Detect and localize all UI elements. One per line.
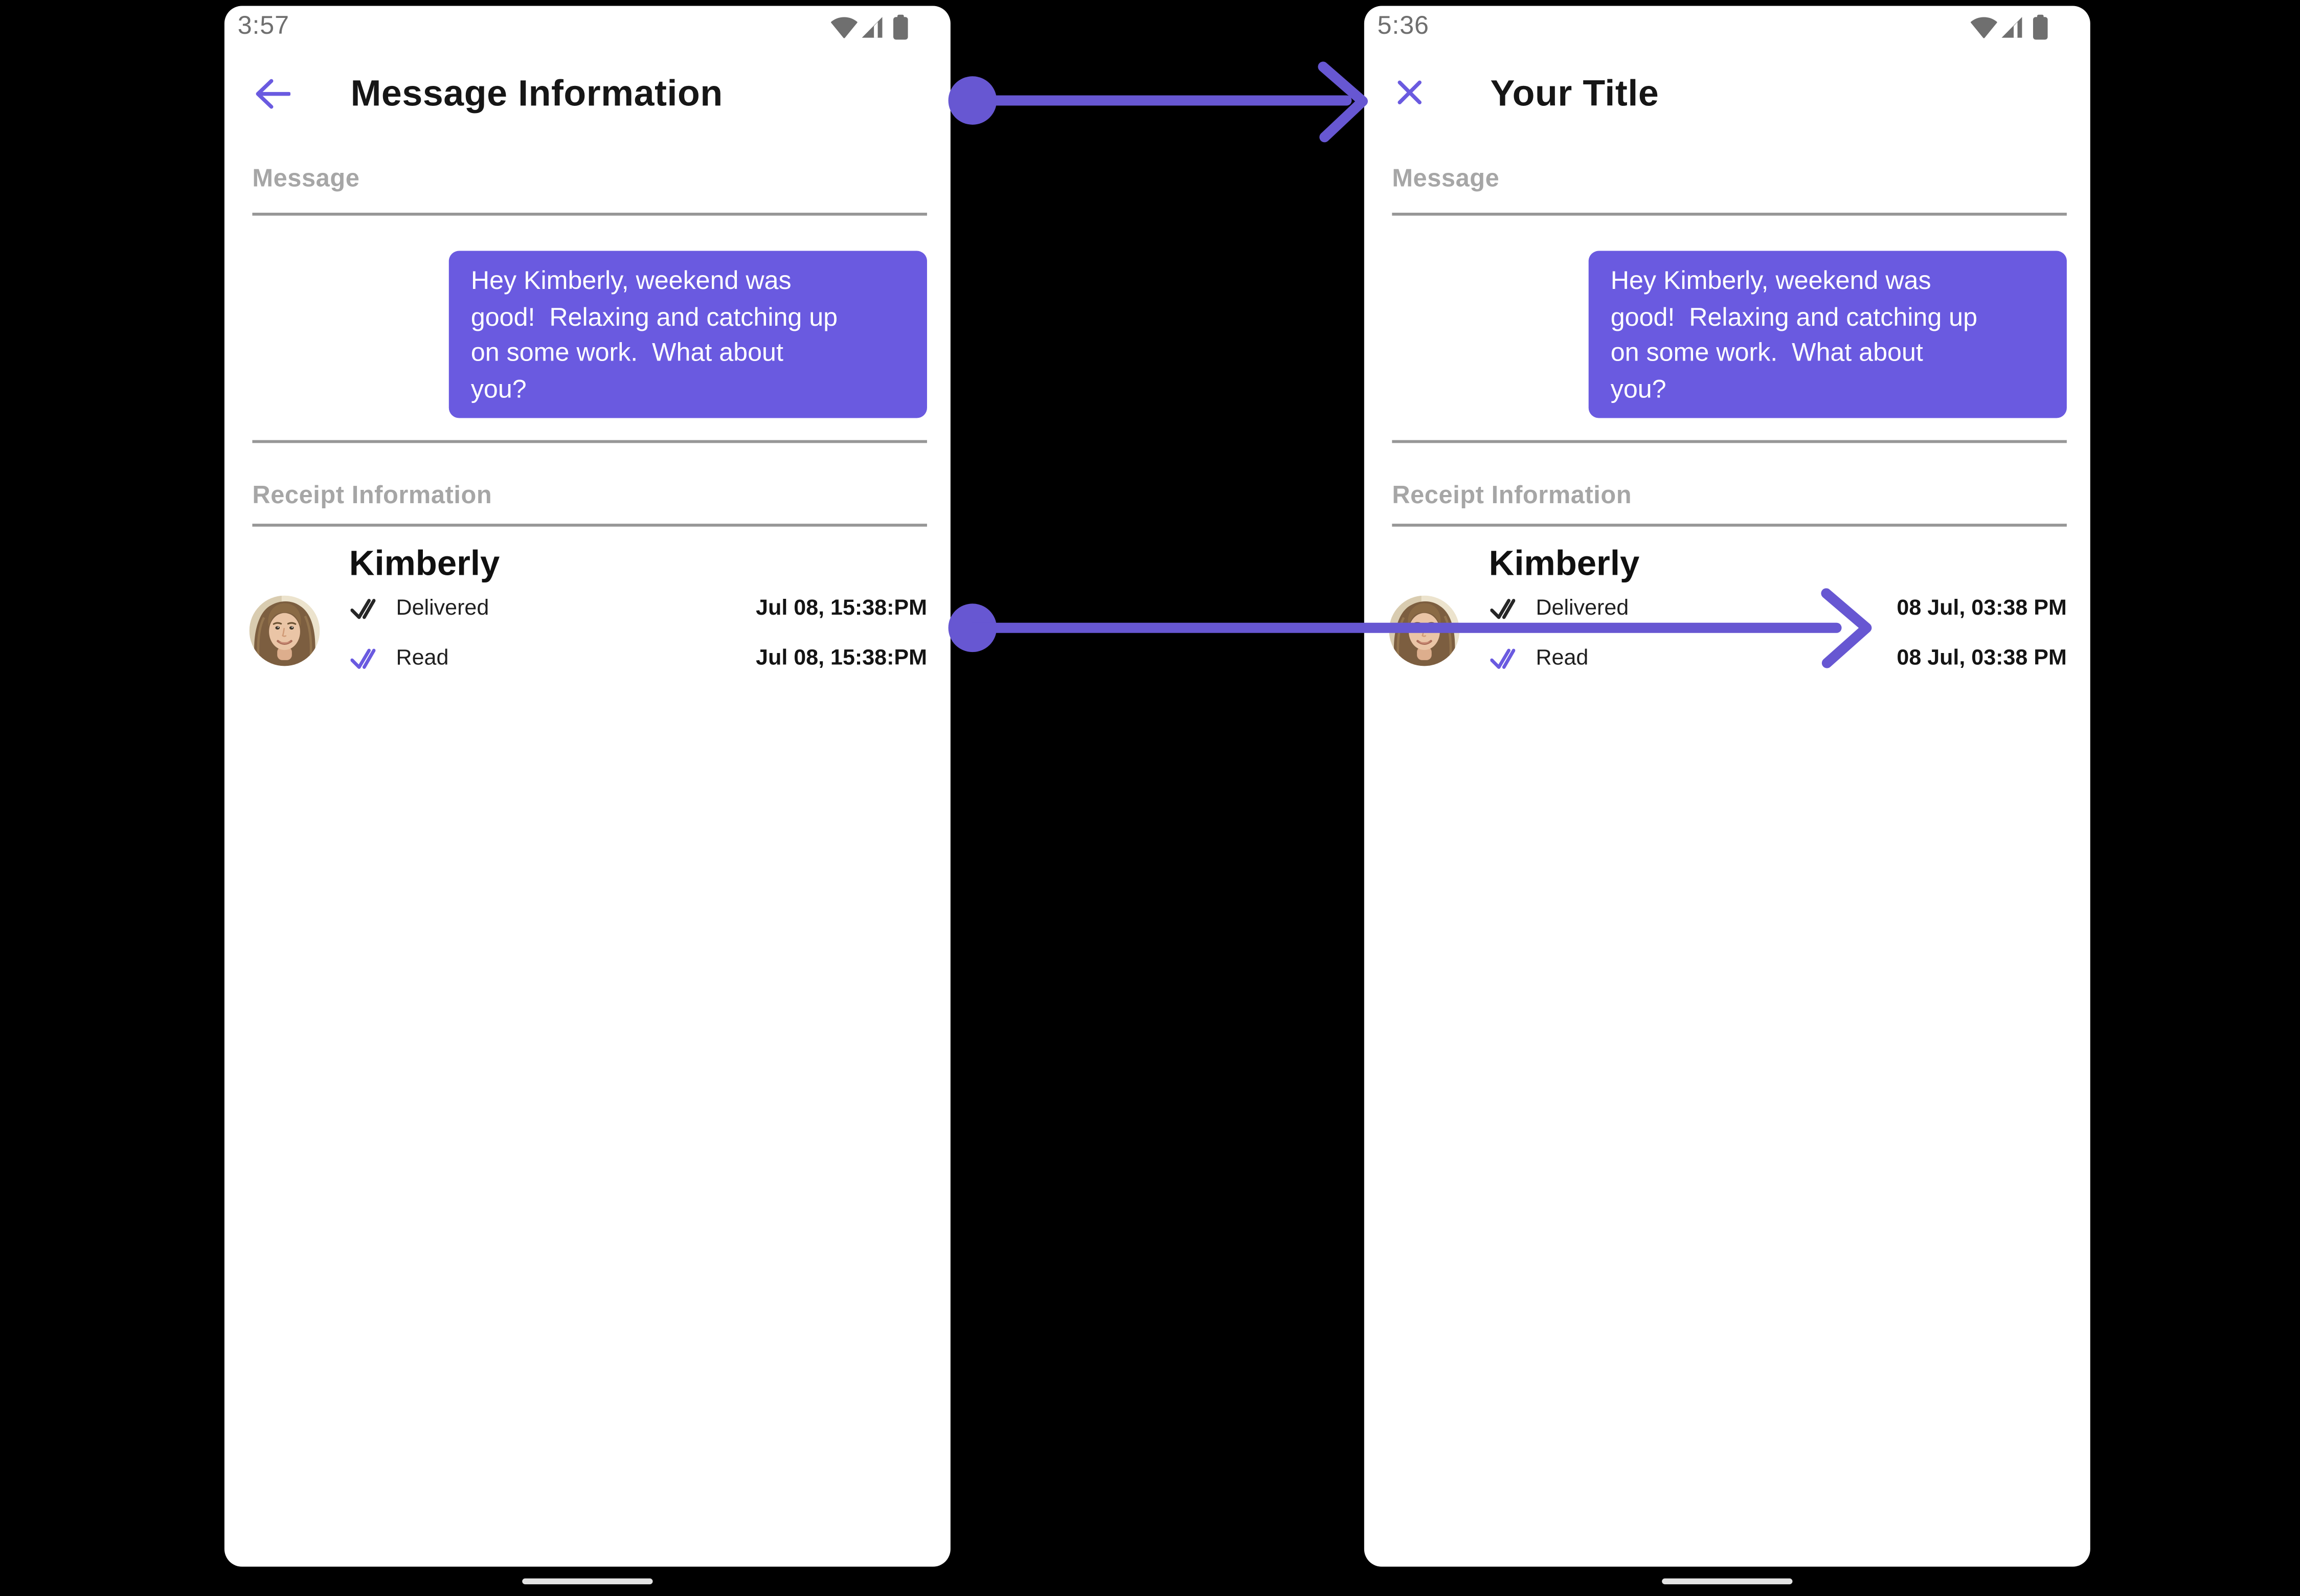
divider bbox=[252, 212, 927, 215]
divider bbox=[1392, 524, 2067, 526]
status-icons bbox=[1970, 14, 2048, 40]
header-title-mapping-arrow bbox=[948, 61, 1368, 143]
home-indicator[interactable] bbox=[1662, 1578, 1793, 1585]
contact-name: Kimberly bbox=[349, 544, 500, 584]
battery-icon bbox=[893, 14, 908, 40]
home-indicator[interactable] bbox=[522, 1578, 653, 1585]
phone-screen-left: 3:57 Message Information Message H bbox=[224, 6, 951, 1567]
battery-icon bbox=[2033, 14, 2048, 40]
bubble-text-line: Hey Kimberly, weekend was bbox=[470, 265, 792, 295]
divider bbox=[1392, 440, 2067, 442]
contact-name: Kimberly bbox=[1489, 544, 1640, 584]
bubble-text-line: on some work. What about bbox=[1610, 338, 1923, 367]
avatar bbox=[249, 595, 320, 666]
wifi-icon bbox=[831, 17, 858, 38]
divider bbox=[1392, 212, 2067, 215]
double-check-icon bbox=[350, 648, 376, 677]
bubble-text-line: you? bbox=[470, 373, 527, 403]
page-title: Your Title bbox=[1490, 73, 1659, 115]
double-check-icon bbox=[1490, 648, 1516, 677]
status-time: 5:36 bbox=[1377, 10, 1429, 40]
receipt-status-delivered: Delivered bbox=[396, 595, 489, 621]
divider bbox=[252, 440, 927, 442]
read-timestamp: Jul 08, 15:38:PM bbox=[756, 645, 927, 670]
read-timestamp: 08 Jul, 03:38 PM bbox=[1897, 645, 2067, 670]
double-check-icon bbox=[1490, 598, 1516, 626]
receipt-status-delivered: Delivered bbox=[1536, 595, 1629, 621]
receipt-section-label: Receipt Information bbox=[1392, 481, 1632, 509]
cell-signal-icon bbox=[862, 17, 883, 38]
back-arrow-icon[interactable] bbox=[252, 76, 291, 119]
avatar bbox=[1389, 595, 1460, 666]
bubble-text-line: Hey Kimberly, weekend was bbox=[1610, 265, 1931, 295]
cell-signal-icon bbox=[2001, 17, 2022, 38]
delivered-timestamp: 08 Jul, 03:38 PM bbox=[1897, 595, 2067, 621]
bubble-text-line: good! Relaxing and catching up bbox=[1610, 301, 1978, 331]
double-check-icon bbox=[350, 598, 376, 626]
message-section-label: Message bbox=[252, 164, 360, 192]
receipt-status-read: Read bbox=[396, 645, 449, 670]
bubble-text-line: on some work. What about bbox=[470, 338, 783, 367]
phone-screen-right: 5:36 Your Title Message Hey Kimberly, we… bbox=[1364, 6, 2090, 1567]
bubble-text-line: good! Relaxing and catching up bbox=[470, 301, 838, 331]
message-bubble: Hey Kimberly, weekend was good! Relaxing… bbox=[448, 251, 927, 418]
receipt-section-label: Receipt Information bbox=[252, 481, 492, 509]
receipt-status-read: Read bbox=[1536, 645, 1589, 670]
page-title: Message Information bbox=[350, 73, 723, 115]
close-icon[interactable] bbox=[1396, 79, 1423, 113]
divider bbox=[252, 524, 927, 526]
message-section-label: Message bbox=[1392, 164, 1500, 192]
message-bubble: Hey Kimberly, weekend was good! Relaxing… bbox=[1588, 251, 2067, 418]
wifi-icon bbox=[1970, 17, 1997, 38]
delivered-timestamp: Jul 08, 15:38:PM bbox=[756, 595, 927, 621]
status-icons bbox=[830, 14, 908, 40]
bubble-text-line: you? bbox=[1610, 373, 1666, 403]
status-time: 3:57 bbox=[237, 10, 289, 40]
